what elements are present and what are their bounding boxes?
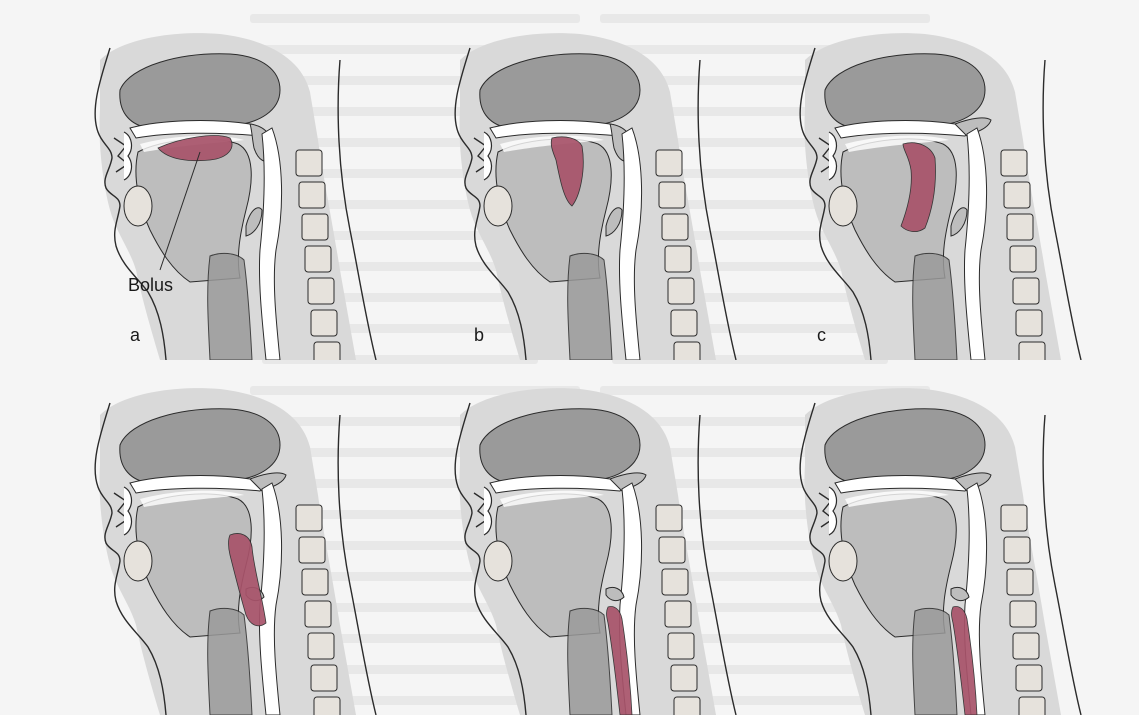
vertebra xyxy=(1010,246,1036,272)
vertebra xyxy=(1010,601,1036,627)
vertebra xyxy=(1019,342,1045,360)
head-section-f xyxy=(745,375,1105,715)
panel-label-c: c xyxy=(817,325,826,346)
head-section-c xyxy=(745,20,1105,360)
panel-a: a Bolus xyxy=(40,20,400,360)
vertebra xyxy=(305,601,331,627)
vertebra xyxy=(299,182,325,208)
panel-e xyxy=(400,375,760,715)
vertebra xyxy=(665,246,691,272)
larynx-trachea xyxy=(208,253,252,360)
vertebra xyxy=(1013,633,1039,659)
panel-c: c xyxy=(745,20,1105,360)
vertebra xyxy=(314,342,340,360)
mandible-bone xyxy=(484,186,512,226)
mandible-bone xyxy=(124,186,152,226)
vertebra xyxy=(671,665,697,691)
head-section-b xyxy=(400,20,760,360)
vertebra xyxy=(1001,150,1027,176)
head-section-e xyxy=(400,375,760,715)
vertebra xyxy=(311,665,337,691)
mandible-bone xyxy=(124,541,152,581)
vertebra xyxy=(302,569,328,595)
vertebra xyxy=(1001,505,1027,531)
mandible-bone xyxy=(829,541,857,581)
panel-f xyxy=(745,375,1105,715)
head-section-a xyxy=(40,20,400,360)
vertebra xyxy=(659,537,685,563)
mandible-bone xyxy=(829,186,857,226)
vertebra xyxy=(314,697,340,715)
bolus-label: Bolus xyxy=(128,275,173,296)
panel-label-b: b xyxy=(474,325,484,346)
head-section-d xyxy=(40,375,400,715)
panel-d xyxy=(40,375,400,715)
vertebra xyxy=(668,278,694,304)
vertebra xyxy=(662,569,688,595)
vertebra xyxy=(674,342,700,360)
vertebra xyxy=(308,633,334,659)
larynx-trachea xyxy=(913,608,957,715)
vertebra xyxy=(1013,278,1039,304)
vertebra xyxy=(308,278,334,304)
vertebra xyxy=(1007,569,1033,595)
vertebra xyxy=(1019,697,1045,715)
larynx-trachea xyxy=(913,253,957,360)
vertebra xyxy=(299,537,325,563)
vertebra xyxy=(665,601,691,627)
vertebra xyxy=(305,246,331,272)
vertebra xyxy=(662,214,688,240)
vertebra xyxy=(302,214,328,240)
vertebra xyxy=(1004,537,1030,563)
vertebra xyxy=(656,150,682,176)
panel-b: b xyxy=(400,20,760,360)
vertebra xyxy=(1007,214,1033,240)
vertebra xyxy=(296,505,322,531)
vertebra xyxy=(296,150,322,176)
vertebra xyxy=(311,310,337,336)
larynx-trachea xyxy=(568,253,612,360)
larynx-trachea xyxy=(568,608,612,715)
vertebra xyxy=(668,633,694,659)
vertebra xyxy=(1016,310,1042,336)
vertebra xyxy=(674,697,700,715)
vertebra xyxy=(1004,182,1030,208)
vertebra xyxy=(1016,665,1042,691)
vertebra xyxy=(659,182,685,208)
vertebra xyxy=(671,310,697,336)
vertebra xyxy=(656,505,682,531)
mandible-bone xyxy=(484,541,512,581)
larynx-trachea xyxy=(208,608,252,715)
panel-label-a: a xyxy=(130,325,140,346)
